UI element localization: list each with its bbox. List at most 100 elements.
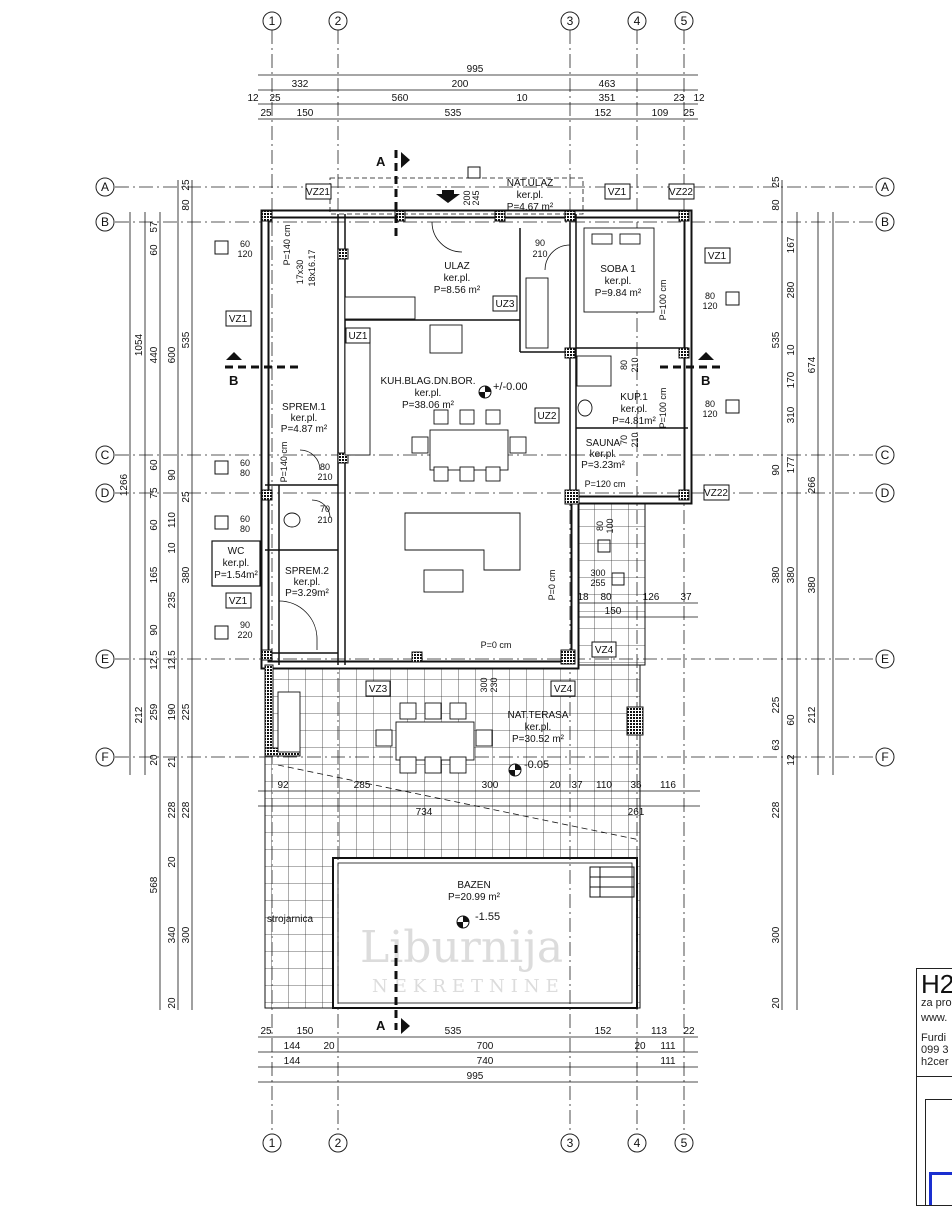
- dimension-label: 190: [167, 703, 178, 720]
- watermark-sub: NEKRETNINE: [372, 976, 565, 997]
- window-tags: VZ21 VZ1 VZ22 VZ1 VZ1 UZ1 UZ3 UZ2 VZ22 V…: [225, 183, 731, 697]
- dimension-label: 463: [599, 79, 616, 90]
- axis-bubbles: [95, 11, 895, 1153]
- dimension-label: 150: [297, 1026, 314, 1037]
- dimension-label: 110: [167, 512, 178, 528]
- room-floor: ker.pl.: [223, 558, 250, 569]
- dimension-label: 261: [628, 807, 645, 818]
- axis-a-left: A: [101, 180, 109, 194]
- dimension-label: 20: [167, 856, 178, 868]
- door-width: 300: [590, 568, 605, 578]
- axis-d-left: D: [101, 486, 110, 500]
- plan-notes: P=140 cm P=140 cm P=100 cm P=100 cm P=12…: [279, 225, 668, 650]
- dimension-label: 23: [673, 93, 685, 104]
- room-name: KUP.1: [620, 392, 648, 403]
- room-area: P=20.99 m²: [448, 892, 501, 903]
- sofa: [404, 512, 521, 571]
- dimension-label: 535: [771, 331, 782, 348]
- level-ground: +/-0.00: [493, 381, 528, 393]
- dimension-label: 225: [181, 703, 192, 720]
- dimension-label: 60: [786, 714, 797, 726]
- axis-2-top: 2: [335, 14, 342, 28]
- dimension-label: 167: [786, 236, 797, 253]
- axis-4-bottom: 4: [634, 1136, 641, 1150]
- dimension-label: 700: [477, 1041, 494, 1052]
- room-floor: ker.pl.: [621, 404, 648, 415]
- dimension-label: 351: [599, 93, 616, 104]
- axis-c-left: C: [101, 448, 110, 462]
- axis-5-top: 5: [681, 14, 688, 28]
- dimension-label: 300: [771, 926, 782, 943]
- dimension-label: 57: [149, 221, 160, 233]
- opening-height: 120: [702, 409, 717, 419]
- section-b-label-right: B: [701, 373, 710, 388]
- title-frame: [925, 1099, 952, 1205]
- room-area: P=8.56 m²: [434, 285, 481, 296]
- dimension-label: 25: [771, 176, 782, 188]
- dimension-label: 116: [660, 780, 676, 791]
- dimension-label: 535: [445, 108, 462, 119]
- dimension-label: 152: [595, 1026, 612, 1037]
- room-area: P=3.23m²: [581, 460, 625, 471]
- dimension-label: 165: [149, 566, 160, 583]
- title-block: H2 za pro www. Furdi 099 3 h2cer: [916, 968, 952, 1206]
- dimension-label: 150: [297, 108, 314, 119]
- opening-width: 90: [240, 620, 250, 630]
- room-name: WC: [228, 546, 245, 557]
- note: P=0 cm: [547, 570, 557, 601]
- dimension-label: 10: [167, 542, 178, 554]
- tag-vz22: VZ22: [704, 488, 728, 499]
- axis-1-bottom: 1: [269, 1136, 276, 1150]
- dimension-label: 568: [149, 876, 160, 893]
- dimension-label: 12: [247, 93, 259, 104]
- section-a-label-bottom: A: [376, 1018, 386, 1033]
- side-terrace-tiles: [574, 499, 646, 666]
- level-pool: -1.55: [475, 911, 500, 923]
- pool-stairs: [589, 866, 635, 898]
- dimension-label: 90: [149, 624, 160, 636]
- door-height: 245: [471, 190, 481, 205]
- room-name: strojarnica: [267, 914, 314, 925]
- grid-lines: [115, 30, 875, 1132]
- axis-1-top: 1: [269, 14, 276, 28]
- level-markers: +/-0.00 -0.05 -1.55: [456, 381, 549, 929]
- door-height: 210: [317, 472, 332, 482]
- dimension-label: 60: [149, 519, 160, 531]
- dimension-label: 63: [771, 739, 782, 751]
- dimension-label: 60: [149, 244, 160, 256]
- dimension-label: 37: [680, 592, 692, 603]
- dimension-label: 110: [596, 780, 612, 791]
- opening-width: 80: [705, 399, 715, 409]
- dimension-label: 111: [660, 1056, 676, 1067]
- room-name: NAT.ULAZ: [507, 178, 554, 189]
- note: P=0 cm: [481, 640, 512, 650]
- shower: [576, 355, 612, 387]
- dimension-label: 332: [292, 79, 309, 90]
- room-area: P=4.81m²: [612, 416, 656, 427]
- note: P=100 cm: [658, 280, 668, 321]
- door-height: 100: [605, 518, 615, 533]
- room-area: P=9.84 m²: [595, 288, 642, 299]
- dimension-label: 440: [149, 346, 160, 363]
- room-area: P=30.52 m²: [512, 734, 565, 745]
- note: P=120 cm: [585, 479, 626, 489]
- dimension-label: 380: [181, 566, 192, 583]
- title-line: za pro: [921, 997, 952, 1009]
- dimension-label: 21: [167, 756, 178, 768]
- stairs-note: 17x30: [295, 260, 305, 285]
- section-marker-b: B B: [225, 352, 720, 388]
- axis-d-right: D: [881, 486, 890, 500]
- dimension-label: 25: [181, 491, 192, 503]
- room-name: ULAZ: [444, 261, 470, 272]
- note: P=100 cm: [658, 388, 668, 429]
- dimension-label: 25: [269, 93, 281, 104]
- dimension-label: 235: [167, 591, 178, 608]
- door-width: 90: [535, 238, 545, 248]
- dimension-label: 25: [260, 1026, 272, 1037]
- dimension-label: 25: [181, 179, 192, 191]
- room-floor: ker.pl.: [605, 276, 632, 287]
- axis-e-left: E: [101, 652, 109, 666]
- title-line: h2cer: [921, 1056, 949, 1068]
